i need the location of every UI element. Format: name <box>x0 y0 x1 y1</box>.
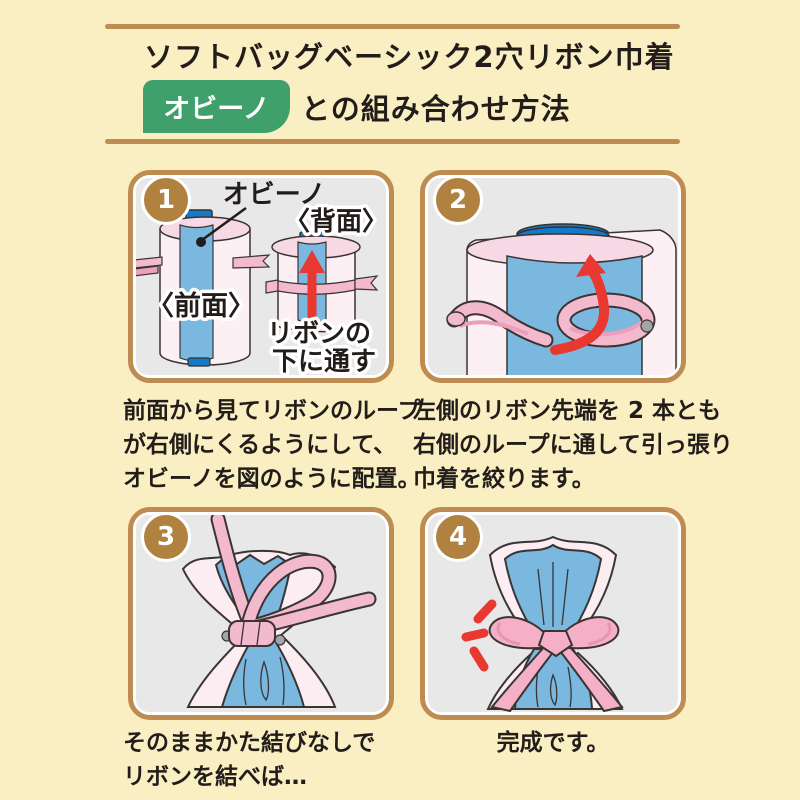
step-4-caption: 完成です。 <box>496 730 610 756</box>
up-arrow-icon <box>299 250 325 318</box>
step-1-caption: 前面から見てリボンのループ が右側にくるようにして、 オビーノを図のように配置。 <box>123 398 421 492</box>
top-rule <box>105 24 680 29</box>
step-number: 2 <box>448 185 468 215</box>
left-ribbon-end <box>446 300 554 348</box>
ribbon-tip <box>640 319 654 333</box>
step-2-illustration <box>446 223 677 378</box>
left-ribbon-tab <box>133 256 163 269</box>
step-3-caption: そのままかた結びなしで リボンを結べば… <box>123 730 376 790</box>
back-cylinder <box>265 231 379 333</box>
pass-under-label-line1: リボンの <box>267 319 371 349</box>
pointer-line <box>196 206 247 247</box>
curved-up-arrow-icon <box>550 254 610 355</box>
step-4-panel: 4 <box>420 507 686 720</box>
step-number: 3 <box>156 522 176 552</box>
subtitle-row: オビーノ との組み合わせ方法 <box>143 80 571 133</box>
step-1-number-badge: 1 <box>141 175 191 225</box>
step-number: 4 <box>448 522 468 552</box>
step-2-number-badge: 2 <box>433 175 483 225</box>
loose-ribbon <box>210 512 377 647</box>
step-3-panel: 3 <box>128 507 394 720</box>
header-rule <box>105 139 680 144</box>
obino-label: オビーノ <box>223 180 325 210</box>
page-subtitle: との組み合わせ方法 <box>301 91 571 126</box>
obino-badge: オビーノ <box>143 80 290 133</box>
pass-under-label-line2: 下に通す <box>272 347 376 377</box>
step-2-caption: 左側のリボン先端を 2 本とも 右側のループに通して引っ張り 巾着を絞ります。 <box>413 398 733 492</box>
step-4-number-badge: 4 <box>433 512 483 562</box>
step-1-panel: オビーノ 〈背面〉 〈前面〉 リボンの 下に通す 1 <box>128 170 394 383</box>
page-title: ソフトバッグベーシック2穴リボン巾着 <box>144 40 675 74</box>
step-number: 1 <box>156 185 176 215</box>
right-ribbon-tab <box>232 254 271 269</box>
ribbon-knot <box>228 620 276 647</box>
step-3-illustration <box>181 512 377 708</box>
bow-knot <box>537 630 574 658</box>
front-cylinder <box>133 209 271 367</box>
step-1-illustration: オビーノ 〈背面〉 〈前面〉 リボンの 下に通す <box>133 180 389 378</box>
step-2-panel: 2 <box>420 170 686 383</box>
step-3-number-badge: 3 <box>141 512 191 562</box>
front-label: 〈前面〉 <box>147 290 255 322</box>
ribbon-bow <box>488 616 624 713</box>
step-4-illustration <box>461 535 624 713</box>
back-label: 〈背面〉 <box>284 207 388 237</box>
emphasis-marks-icon <box>461 599 497 672</box>
